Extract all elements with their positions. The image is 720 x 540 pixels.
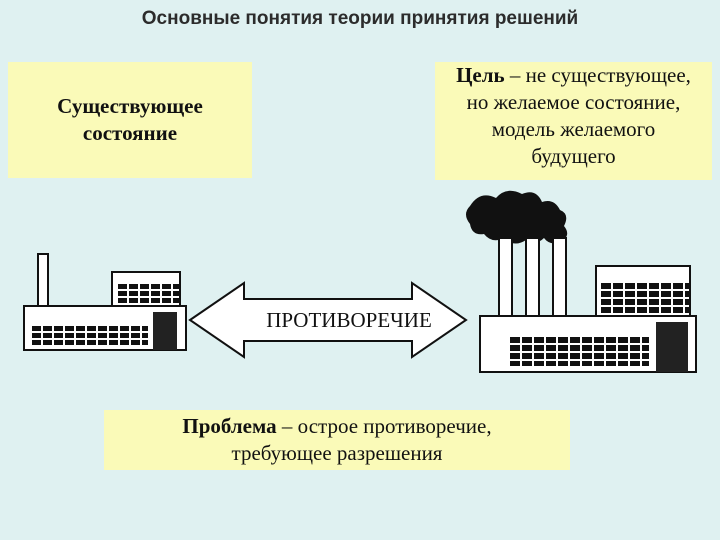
factory-left-icon [23,253,187,351]
problem-line-1: – острое противоречие, [276,414,492,438]
current-state-line-1: Существующее [57,94,203,118]
goal-line-4: будущего [531,144,616,168]
factory-right-icon [466,190,697,373]
problem-line-2: требующее разрешения [231,441,443,465]
contradiction-label: ПРОТИВОРЕЧИЕ [266,308,432,332]
slide-title: Основные понятия теории принятия решений [141,8,579,29]
goal-line-3: модель желаемого [491,117,656,141]
contradiction-double-arrow [188,281,468,359]
goal-line-2: но желаемое состояние, [466,90,681,114]
current-state-line-2: состояние [82,121,178,145]
goal-box: Цель – не существующее, но желаемое сост… [435,62,712,180]
problem-term: Проблема [182,414,277,438]
goal-line-1: – не существующее, [504,63,691,87]
goal-term: Цель [456,63,505,87]
current-state-box: Существующее состояние [8,62,252,178]
problem-box: Проблема – острое противоречие, требующе… [104,410,570,470]
